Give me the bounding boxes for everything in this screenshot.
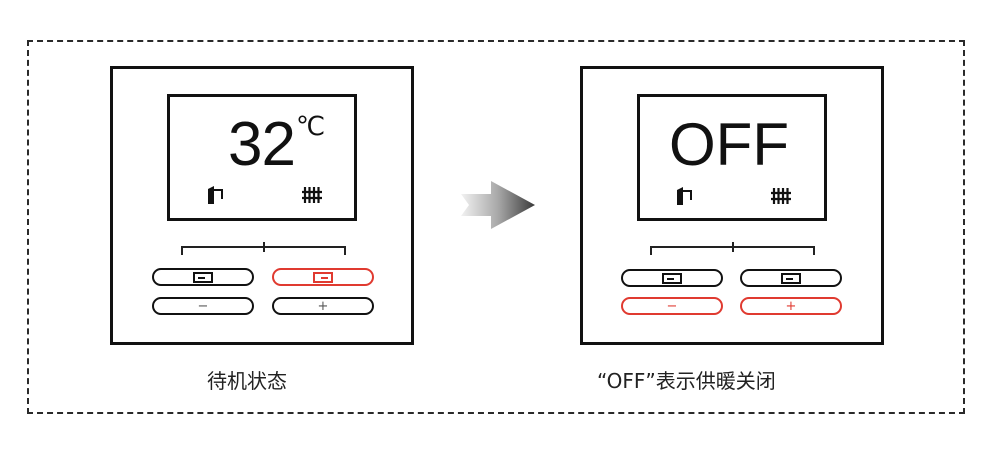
button-group-bracket [650, 242, 815, 255]
dashed-frame [27, 40, 965, 414]
display-screen-standby [167, 94, 357, 221]
temperature-unit: ℃ [296, 111, 326, 141]
hot-water-mode-button[interactable] [152, 268, 254, 286]
faucet-icon [208, 186, 223, 204]
plus-button[interactable]: + [740, 297, 842, 315]
off-status-text: OFF [669, 111, 789, 178]
display-screen-off [637, 94, 827, 221]
plus-icon: + [785, 298, 797, 314]
faucet-icon [677, 187, 692, 205]
heating-mode-button[interactable] [272, 268, 374, 286]
plus-icon: + [317, 298, 329, 314]
mode-icon [313, 271, 333, 283]
caption-off: “OFF”表示供暖关闭 [597, 369, 776, 393]
temperature-value: 32 [228, 110, 296, 179]
caption-standby: 待机状态 [207, 369, 287, 393]
radiator-icon [302, 187, 322, 203]
hot-water-mode-button[interactable] [621, 269, 723, 287]
mode-icon [662, 272, 682, 284]
minus-icon: − [666, 298, 678, 314]
plus-button[interactable]: + [272, 297, 374, 315]
heating-mode-button[interactable] [740, 269, 842, 287]
minus-icon: − [197, 298, 209, 314]
mode-icon [193, 271, 213, 283]
radiator-icon [771, 188, 791, 204]
mode-icon [781, 272, 801, 284]
minus-button[interactable]: − [621, 297, 723, 315]
button-group-bracket [181, 242, 346, 255]
arrow-right-icon [461, 181, 535, 229]
minus-button[interactable]: − [152, 297, 254, 315]
